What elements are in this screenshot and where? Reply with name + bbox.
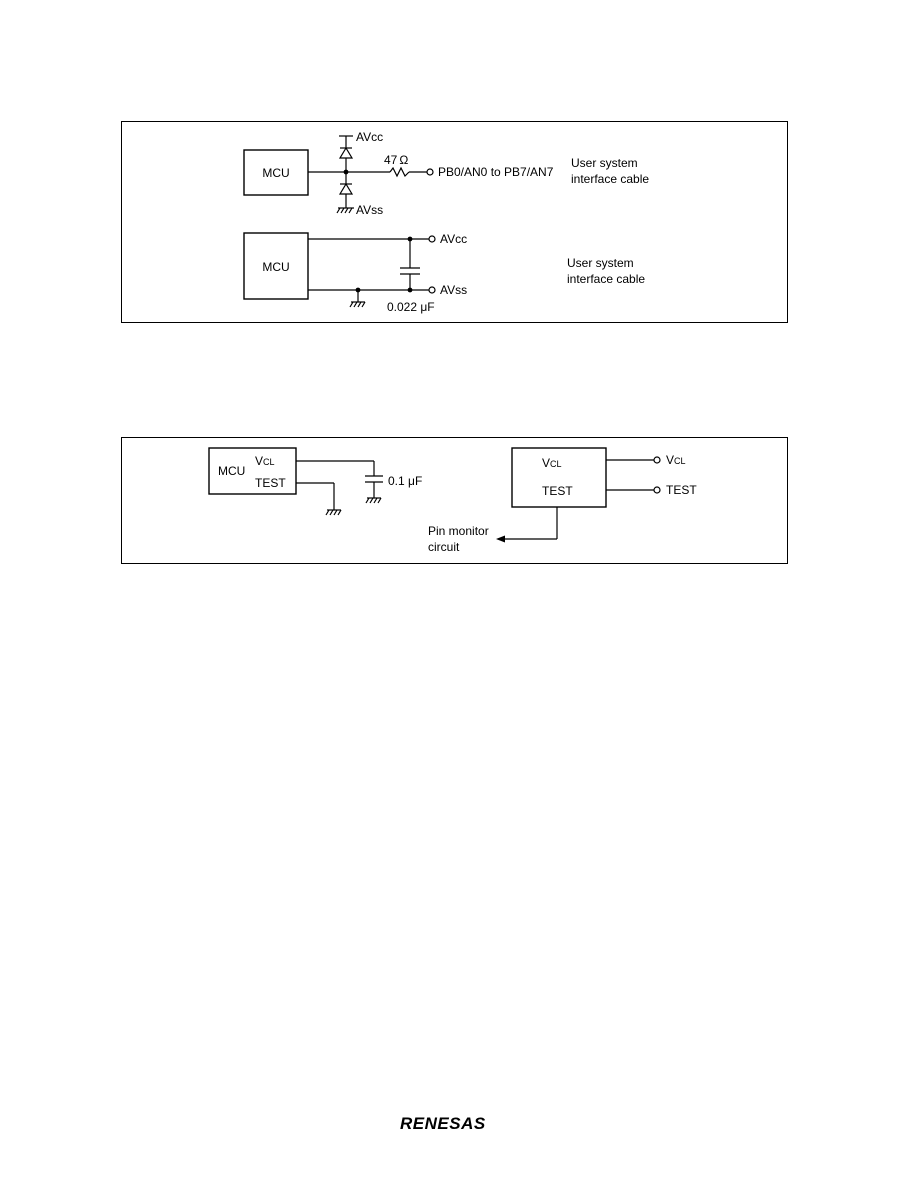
clamp-diode-lower [340,184,352,194]
cap-label-01: 0.1 μF [388,474,422,488]
monitor-label-line2: circuit [428,540,460,554]
avcc-label-top: AVcc [356,130,383,144]
test-pin-label-box: TEST [542,484,573,498]
vcl-pin-label-box: VCL [542,456,562,470]
ground-symbol-bottom [350,290,365,307]
cap-label-bottom: 0.022 μF [387,300,435,314]
test-pin-label-left: TEST [255,476,286,490]
avss-label-top: AVss [356,203,383,217]
renesas-logo: RENESAS [398,1110,508,1136]
vcl-pin-label-left: VCL [255,454,275,468]
ground-symbol-cap [366,498,381,503]
clamp-diode-upper [340,148,352,158]
terminal-test [654,487,660,493]
monitor-arrow-icon [496,536,505,543]
terminal-avcc [429,236,435,242]
monitor-label-line1: Pin monitor [428,524,489,538]
emulator-box [512,448,606,507]
avcc-label-bottom: AVcc [440,232,467,246]
cable-label-bottom-line2: interface cable [567,272,645,286]
renesas-logo-mark: RENESAS [398,1110,508,1136]
avss-label-bottom: AVss [440,283,467,297]
vcl-test-diagram: MCU VCL TEST 0.1 μF VCL TEST [121,437,788,564]
vcl-terminal-label: VCL [666,453,686,467]
vcl-test-schematic: MCU VCL TEST 0.1 μF VCL TEST [122,438,787,563]
mcu-label-top: MCU [262,166,289,180]
test-terminal-label: TEST [666,483,697,497]
resistor-47ohm [390,168,409,176]
ground-symbol-test [326,510,341,515]
cable-label-bottom-line1: User system [567,256,634,270]
terminal-pin-top [427,169,433,175]
mcu-label-bottom: MCU [262,260,289,274]
mcu-label-vcl: MCU [218,464,245,478]
renesas-logo-text: RENESAS [400,1114,486,1133]
terminal-vcl [654,457,660,463]
terminal-avss [429,287,435,293]
pin-label: PB0/AN0 to PB7/AN7 [438,165,554,179]
cable-label-top-line2: interface cable [571,172,649,186]
ground-symbol-avss-top [337,208,354,213]
cable-label-top-line1: User system [571,156,638,170]
